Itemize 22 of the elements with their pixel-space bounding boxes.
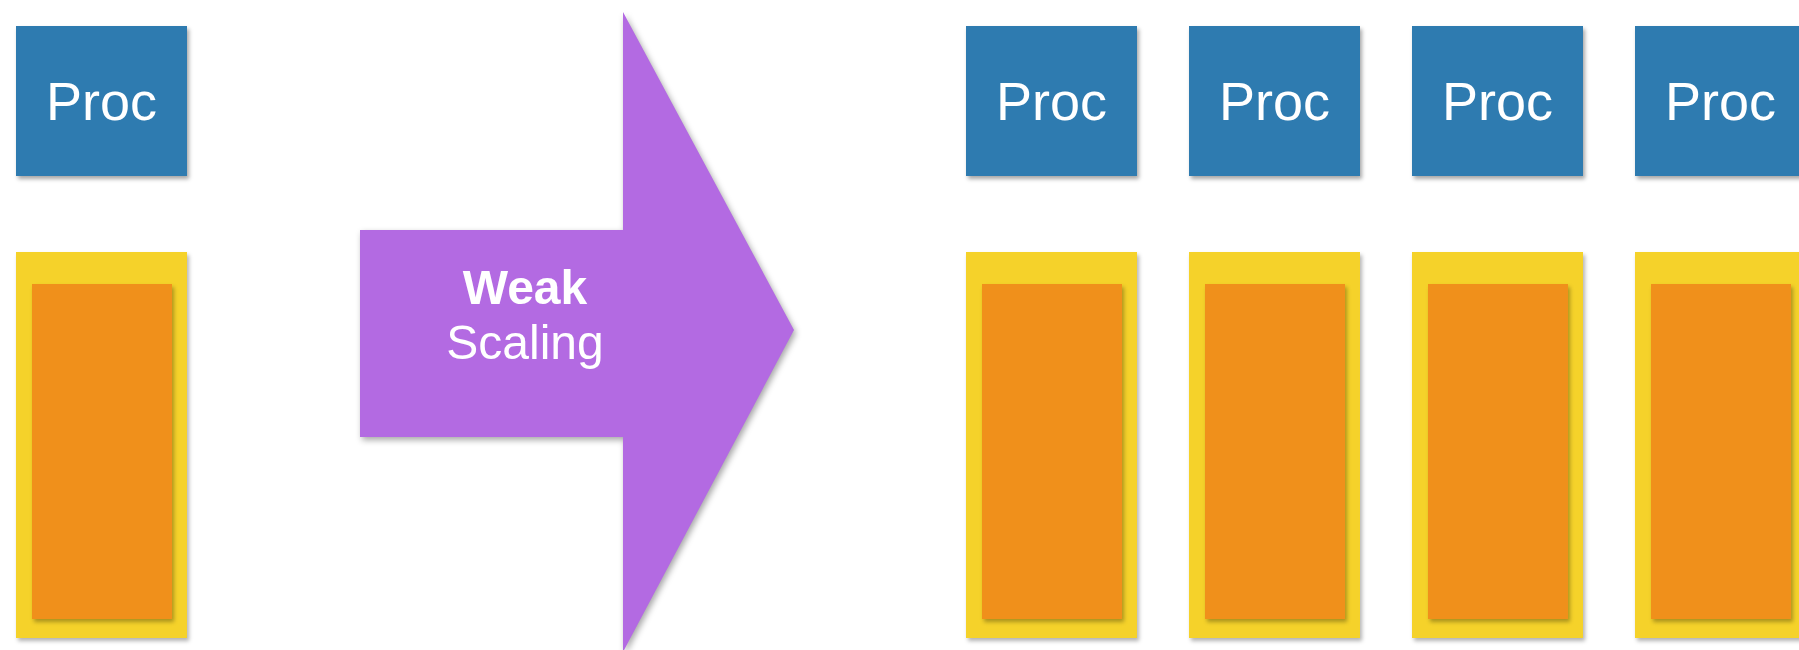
data-bar [1205, 284, 1345, 619]
scaling-arrow [360, 12, 794, 650]
memory-bar [966, 252, 1137, 638]
data-bar [1651, 284, 1791, 619]
processor-box [1412, 26, 1583, 176]
processor-label: Proc [1441, 70, 1553, 132]
processor-label: Proc [995, 70, 1107, 132]
data-bar [982, 284, 1122, 619]
arrow-label: Weak Scaling [445, 260, 605, 371]
processor-box [16, 26, 187, 176]
memory-bar [1189, 252, 1360, 638]
memory-bar [16, 252, 187, 638]
processor-label: Proc [1218, 70, 1330, 132]
processor-label: Proc [1664, 70, 1776, 132]
processor-label: Proc [45, 70, 157, 132]
memory-bar [1635, 252, 1799, 638]
memory-bar [1412, 252, 1583, 638]
processor-box [1635, 26, 1799, 176]
processor-box [966, 26, 1137, 176]
processor-box [1189, 26, 1360, 176]
data-bar [1428, 284, 1568, 619]
data-bar [32, 284, 172, 619]
